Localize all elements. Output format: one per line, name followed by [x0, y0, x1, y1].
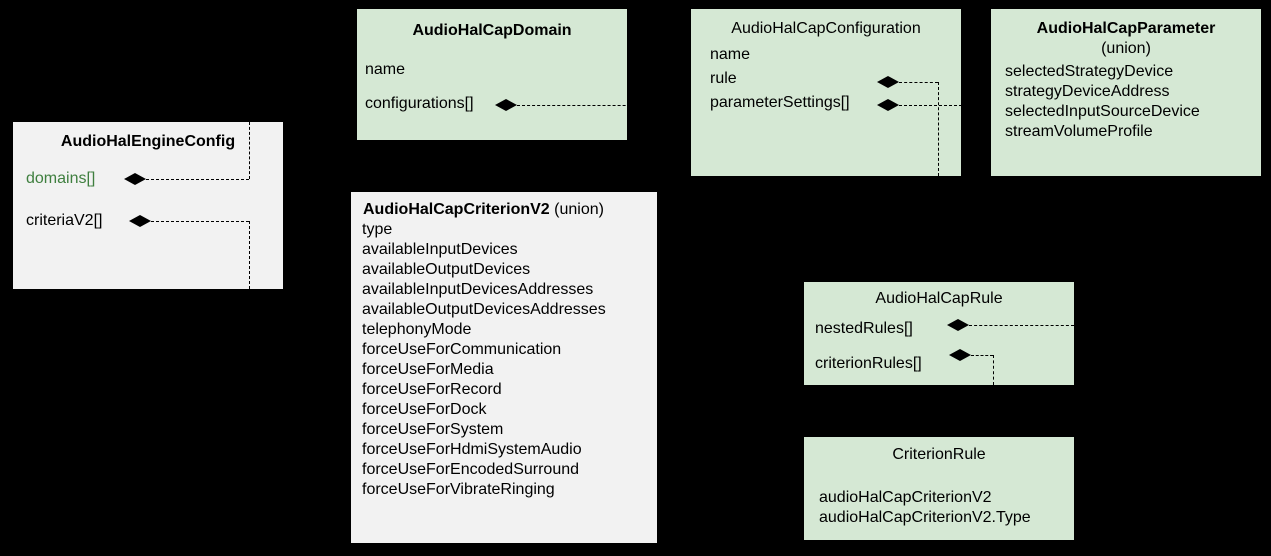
field-criterion-v2-item: availableInputDevicesAddresses — [362, 281, 594, 298]
field-criterion-v2-item: forceUseForDock — [362, 401, 487, 418]
class-box-audio-hal-cap-parameter[interactable]: AudioHalCapParameter (union) selectedStr… — [991, 9, 1261, 176]
field-cap-configuration-rule: rule — [710, 70, 737, 87]
field-criterion-v2-item: forceUseForHdmiSystemAudio — [362, 441, 582, 458]
field-stream-volume-profile: streamVolumeProfile — [1005, 123, 1153, 140]
field-criterion-v2-item: forceUseForMedia — [362, 361, 494, 378]
field-cap-configuration-name: name — [710, 46, 751, 63]
class-box-audio-hal-cap-criterion-v2[interactable]: AudioHalCapCriterionV2 (union) type avail… — [351, 192, 657, 543]
field-audio-hal-cap-criterion-v2-type: audioHalCapCriterionV2.Type — [819, 509, 1031, 526]
field-selected-input-source-device: selectedInputSourceDevice — [1005, 103, 1200, 120]
field-cap-domain-configurations: configurations[] — [365, 95, 474, 112]
field-audio-hal-cap-criterion-v2: audioHalCapCriterionV2 — [819, 489, 992, 506]
class-title-audio-hal-cap-configuration: AudioHalCapConfiguration — [731, 20, 921, 37]
field-criterion-v2-item: forceUseForVibrateRinging — [362, 481, 555, 498]
field-criterion-v2-item: forceUseForSystem — [362, 421, 504, 438]
field-criterion-v2-item: availableOutputDevicesAddresses — [362, 301, 606, 318]
field-criterion-v2-item: forceUseForEncodedSurround — [362, 461, 580, 478]
field-domains: domains[] — [26, 170, 96, 187]
field-criterion-v2-item: availableInputDevices — [362, 241, 518, 258]
field-criterion-rules: criterionRules[] — [815, 355, 922, 372]
class-title-audio-hal-cap-parameter: AudioHalCapParameter — [1036, 20, 1216, 37]
class-box-audio-hal-cap-configuration[interactable]: AudioHalCapConfiguration name rule param… — [691, 9, 961, 176]
field-cap-configuration-parameter-settings: parameterSettings[] — [710, 94, 850, 111]
field-criterion-v2-item: forceUseForCommunication — [362, 341, 562, 358]
class-title-text: AudioHalCapCriterionV2 — [363, 201, 550, 218]
class-title-audio-hal-engine-config: AudioHalEngineConfig — [60, 133, 236, 150]
field-nested-rules: nestedRules[] — [815, 320, 913, 337]
field-strategy-device-address: strategyDeviceAddress — [1005, 83, 1170, 100]
class-title-audio-hal-cap-criterion-v2: AudioHalCapCriterionV2 (union) — [363, 200, 657, 220]
field-criteria-v2: criteriaV2[] — [26, 212, 103, 229]
class-box-audio-hal-cap-domain[interactable]: AudioHalCapDomain name configurations[] — [357, 9, 627, 140]
class-subtitle-text: (union) — [554, 201, 604, 218]
class-title-audio-hal-cap-rule: AudioHalCapRule — [875, 290, 1003, 307]
field-criterion-v2-item: forceUseForRecord — [362, 381, 502, 398]
field-criterion-v2-item: type — [362, 221, 393, 238]
class-subtitle-audio-hal-cap-parameter: (union) — [1101, 40, 1151, 57]
class-box-criterion-rule[interactable]: CriterionRule audioHalCapCriterionV2 aud… — [804, 437, 1074, 540]
class-title-audio-hal-cap-domain: AudioHalCapDomain — [412, 22, 572, 39]
class-box-audio-hal-engine-config[interactable]: AudioHalEngineConfig domains[] criteriaV… — [13, 122, 283, 289]
class-box-audio-hal-cap-rule[interactable]: AudioHalCapRule nestedRules[] criterionR… — [804, 282, 1074, 385]
field-cap-domain-name: name — [365, 61, 406, 78]
field-list-criterion-v2: type availableInputDevices availableOutput… — [362, 220, 657, 500]
field-selected-strategy-device: selectedStrategyDevice — [1005, 63, 1174, 80]
class-title-criterion-rule: CriterionRule — [892, 446, 986, 463]
field-criterion-v2-item: availableOutputDevices — [362, 261, 531, 278]
field-criterion-v2-item: telephonyMode — [362, 321, 472, 338]
